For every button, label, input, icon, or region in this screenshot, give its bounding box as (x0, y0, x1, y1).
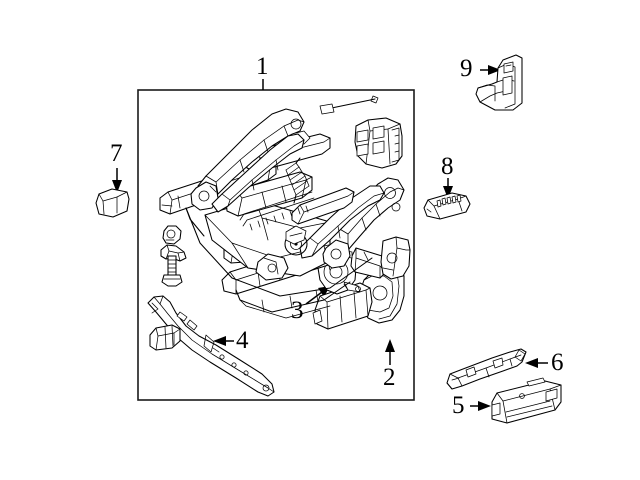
arrowhead-9 (488, 65, 501, 75)
arrowhead-6 (525, 358, 538, 368)
part-seat-track-assembly (159, 108, 405, 319)
callout-label-3: 3 (291, 297, 304, 324)
arrowhead-7 (112, 180, 122, 193)
part-hex-bolt (161, 255, 183, 287)
callout-label-5: 5 (452, 392, 465, 419)
main-assembly-boundary (137, 89, 415, 401)
part-pivot-nut (162, 225, 182, 245)
part-power-seat-switch (475, 54, 523, 111)
callout-label-1: 1 (256, 53, 269, 80)
part-wiring-connector (423, 192, 471, 220)
callout-leaders (112, 65, 548, 411)
part-seat-control-module (491, 377, 562, 424)
leader-3 (305, 291, 323, 305)
part-relay-housing (354, 117, 403, 169)
part-front-bracket (147, 295, 275, 397)
part-retainer-clip (160, 244, 187, 262)
callout-label-8: 8 (441, 153, 454, 180)
callout-label-9: 9 (460, 55, 473, 82)
part-clip-block (149, 324, 181, 351)
callout-label-2: 2 (383, 364, 396, 391)
callout-label-7: 7 (110, 140, 123, 167)
part-shield-plate (380, 236, 411, 280)
part-cable-pin (319, 95, 379, 115)
arrowhead-2 (385, 339, 395, 352)
arrowhead-8 (443, 186, 453, 199)
part-side-trim-rail (446, 348, 527, 390)
callout-label-6: 6 (551, 349, 564, 376)
part-track-end-cap (95, 188, 130, 218)
arrowhead-4 (213, 336, 226, 346)
part-coil-spring (285, 157, 310, 204)
callout-label-4: 4 (236, 327, 249, 354)
arrowhead-5 (478, 401, 491, 411)
